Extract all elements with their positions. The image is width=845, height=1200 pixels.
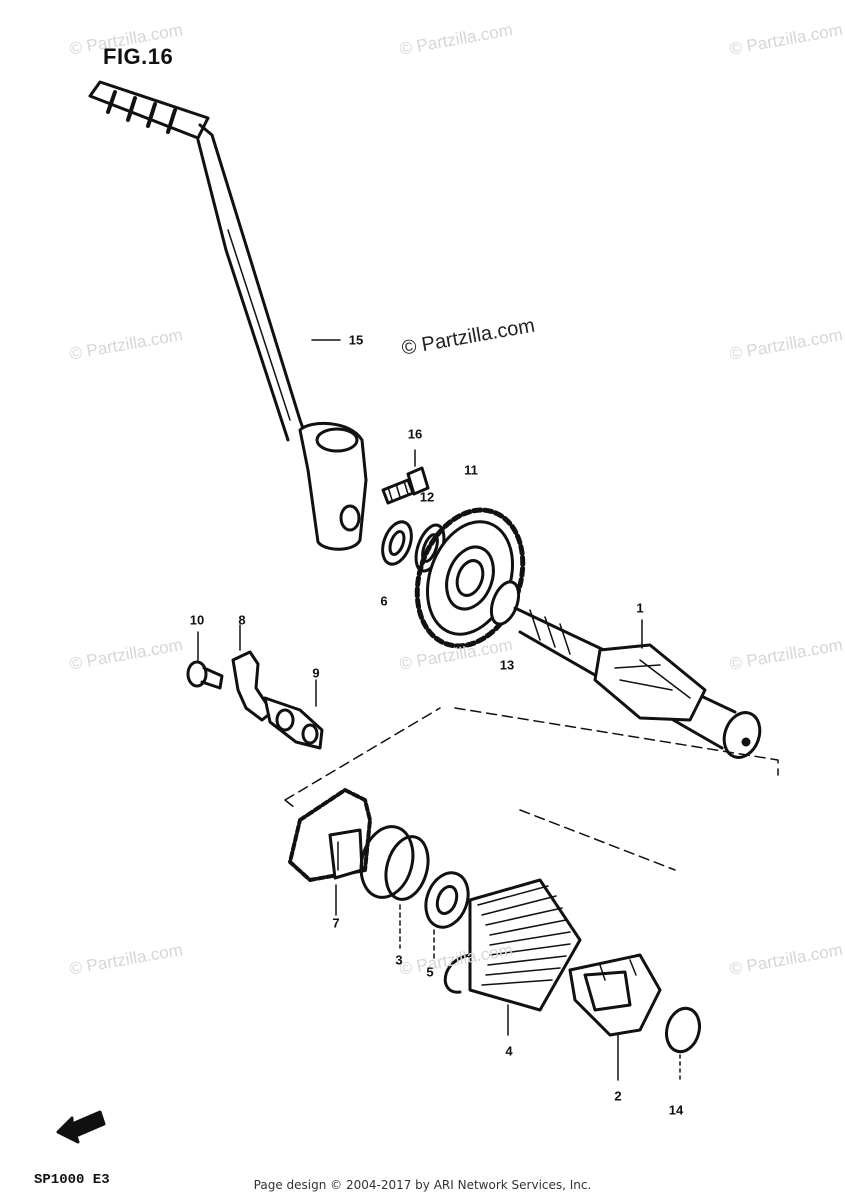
kick-shaft-1-part [513,606,762,759]
callout-label-8: 8 [238,612,246,628]
spring-3-part [359,825,415,899]
guide-sleeve-2-part [568,953,662,1081]
fwd-arrow-icon [56,1110,106,1144]
callout-label-14: 14 [668,1102,684,1118]
figure-title: FIG.16 [103,44,174,69]
callout-label-10: 10 [189,612,205,628]
callout-label-3: 3 [395,952,403,968]
callout-label-1: 1 [636,600,644,616]
assembly-outline [284,707,779,871]
callout-label-16: 16 [407,426,423,442]
callout-label-15: 15 [348,332,364,348]
guide-9-part [263,679,324,750]
oil-seal-6-part [381,520,413,566]
washer-5-part [424,871,470,929]
kick-drive-7-part [288,788,372,916]
model-code: SP1000 E3 [34,1172,110,1188]
callout-label-5: 5 [426,964,434,980]
callout-label-12: 12 [419,489,435,505]
page-footer: Page design © 2004-2017 by ARI Network S… [253,1178,592,1192]
callout-label-6: 6 [380,593,388,609]
kick-gear-11-part [414,507,526,649]
callout-label-2: 2 [614,1088,622,1104]
callout-label-7: 7 [332,915,340,931]
callout-label-9: 9 [312,665,320,681]
return-spring-4-part [443,878,582,1036]
callout-label-13: 13 [499,657,515,673]
callout-label-11: 11 [464,462,478,478]
circlip-14-part [665,1006,701,1054]
kick-lever-part [88,80,368,551]
bolt-10-part [186,631,224,690]
callout-label-4: 4 [505,1043,513,1059]
bolt-16-part [381,449,430,505]
